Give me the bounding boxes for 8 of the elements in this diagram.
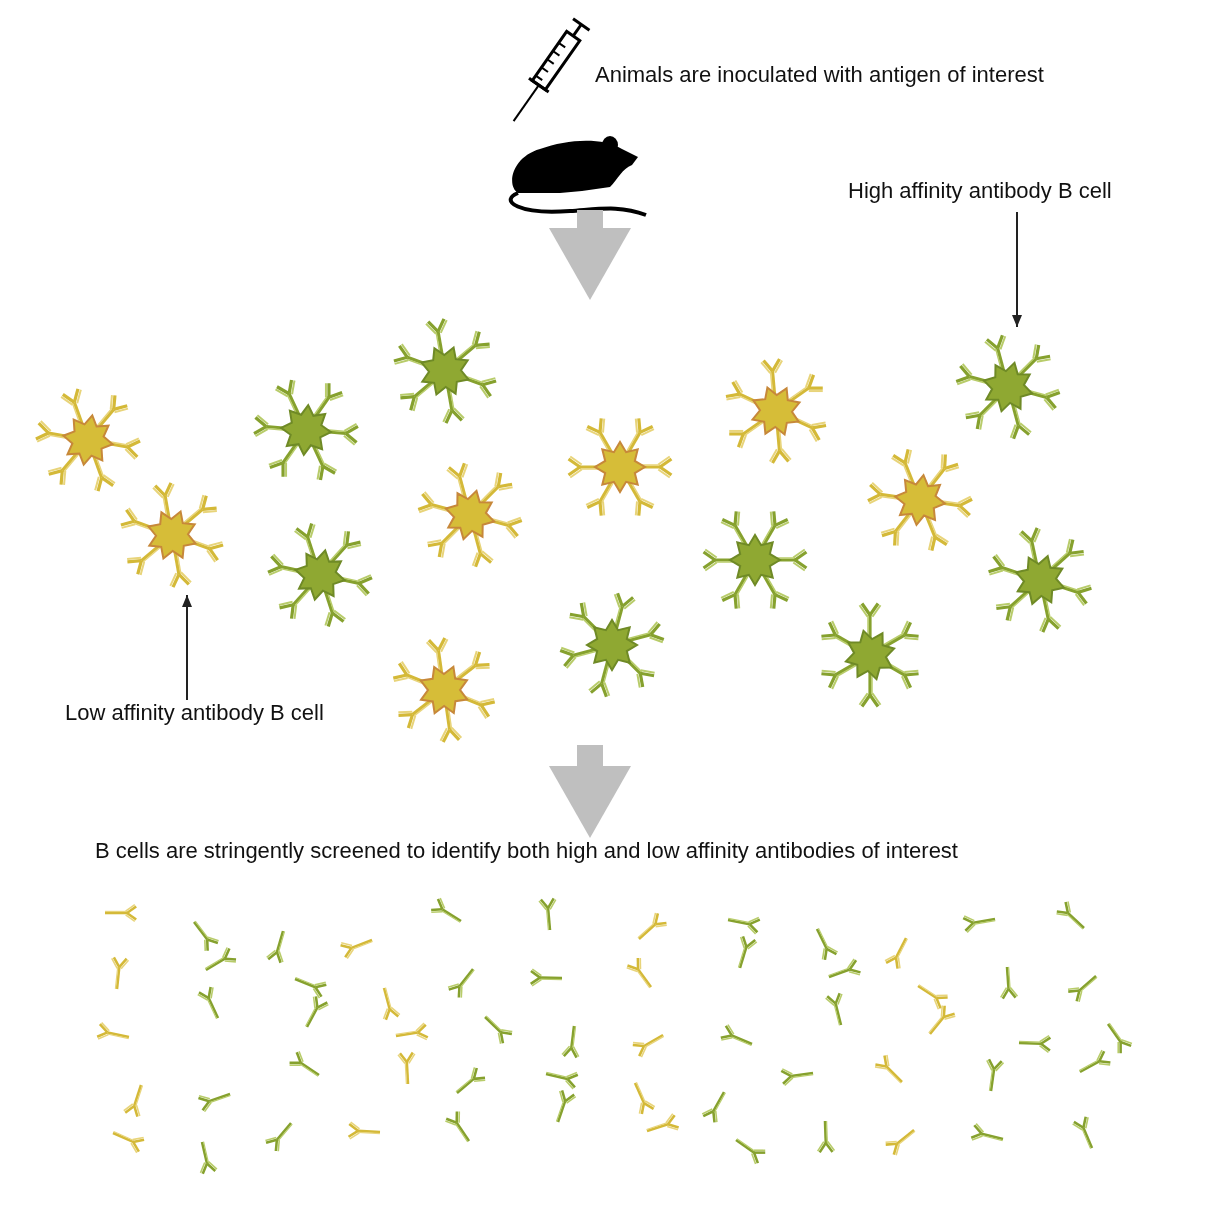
step-caption: Animals are inoculated with antigen of interest	[595, 62, 1044, 88]
callout-label: Low affinity antibody B cell	[65, 700, 324, 726]
process-arrow	[549, 210, 631, 300]
leader-line	[1012, 211, 1022, 328]
leader-line	[182, 594, 192, 701]
callout-label: High affinity antibody B cell	[848, 178, 1112, 204]
step-caption: B cells are stringently screened to identify both high and low affinity antibodies of interest	[95, 838, 958, 864]
process-arrow	[549, 745, 631, 838]
